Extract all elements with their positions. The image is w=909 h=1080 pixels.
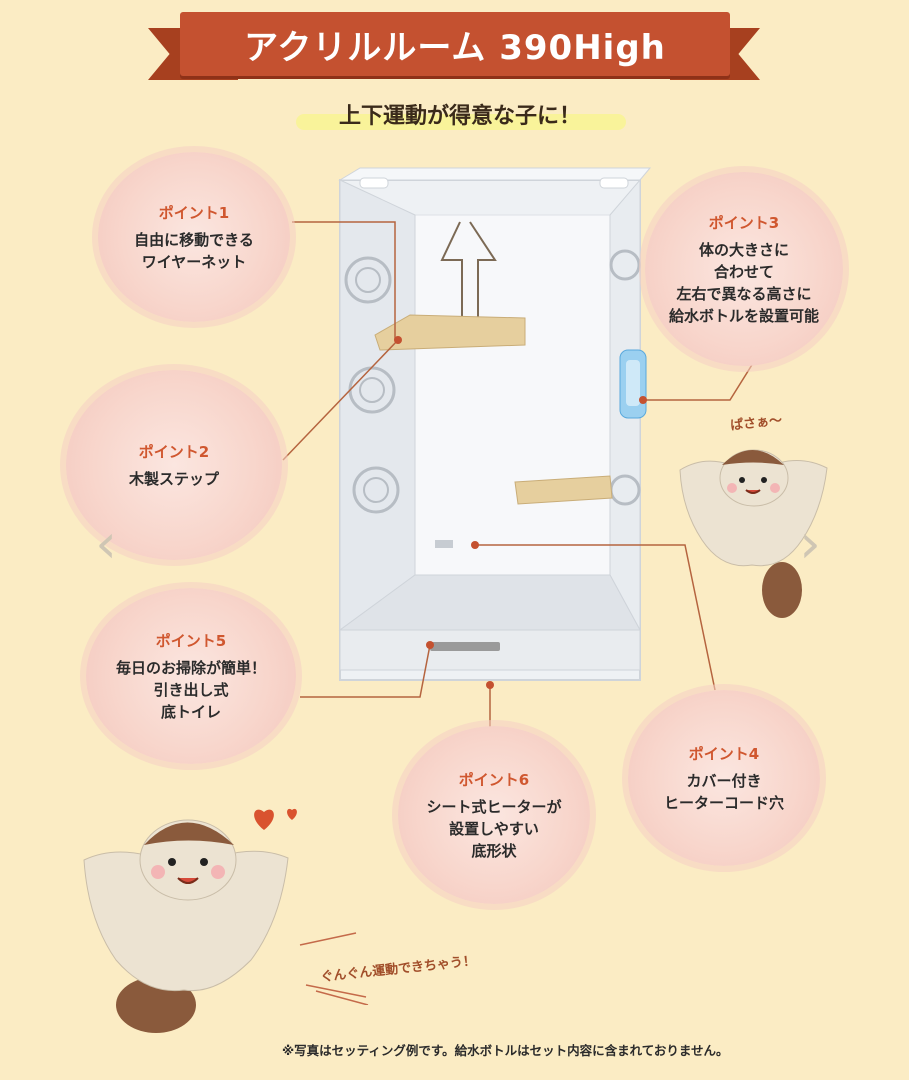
point-4-title: ポイント4 (688, 744, 760, 763)
flying-squirrel-left-illustration (83, 819, 289, 1033)
banner-title: アクリルルーム 390High (244, 27, 666, 68)
footnote: ※写真はセッティング例です。給水ボトルはセット内容に含まれておりません。 (282, 1043, 729, 1058)
point-3-body: 体の大きさに 合わせて 左右で異なる高さに 給水ボトルを設置可能 (668, 240, 819, 325)
point-5-title: ポイント5 (155, 631, 227, 650)
flying-squirrel-right-illustration (679, 449, 828, 618)
next-arrow-icon[interactable]: › (799, 511, 821, 575)
point-6-circle: ポイント6 シート式ヒーターが 設置しやすい 底形状 (398, 726, 590, 904)
point-5-circle: ポイント5 毎日のお掃除が簡単！ 引き出し式 底トイレ (86, 588, 296, 764)
prev-arrow-icon[interactable]: ‹ (95, 511, 117, 575)
cage-illustration (338, 167, 652, 681)
point-1-circle: ポイント1 自由に移動できる ワイヤーネット (98, 152, 290, 322)
point-6-body: シート式ヒーターが 設置しやすい 底形状 (426, 797, 562, 860)
point-2-title: ポイント2 (138, 442, 210, 461)
point-6-title: ポイント6 (458, 770, 530, 789)
point-4-body: カバー付き ヒーターコード穴 (663, 771, 784, 812)
point-4-circle: ポイント4 カバー付き ヒーターコード穴 (628, 690, 820, 866)
point-2-circle: ポイント2 木製ステップ (66, 370, 282, 560)
heart-icon (254, 808, 297, 830)
point-5-body: 毎日のお掃除が簡単！ 引き出し式 底トイレ (115, 658, 266, 721)
point-1-body: 自由に移動できる ワイヤーネット (134, 230, 254, 271)
title-banner: アクリルルーム 390High (180, 12, 730, 76)
point-1-title: ポイント1 (158, 203, 230, 222)
motion-lines (299, 932, 369, 1005)
subtitle-highlight (296, 114, 626, 130)
point-3-title: ポイント3 (708, 213, 780, 232)
subtitle: 上下運動が得意な子に！ (338, 104, 581, 129)
point-2-body: 木製ステップ (128, 469, 219, 488)
point-3-circle: ポイント3 体の大きさに 合わせて 左右で異なる高さに 給水ボトルを設置可能 (645, 172, 843, 366)
